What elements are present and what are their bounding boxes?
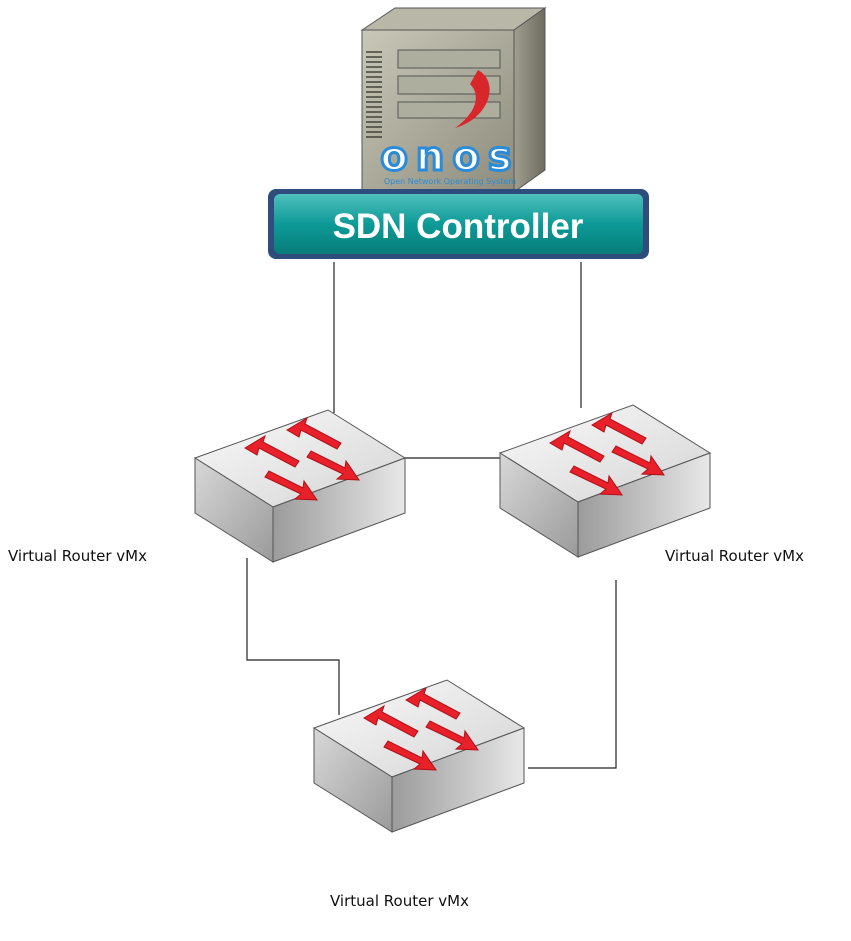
router-right-icon	[499, 404, 711, 558]
onos-logo-subtitle: Open Network Operating System	[384, 177, 516, 186]
router-bottom-icon	[313, 679, 525, 833]
onos-logo-text: onos	[380, 134, 519, 180]
link-right-bottom	[528, 580, 617, 769]
connection-lines	[246, 262, 617, 769]
sdn-controller-label: SDN Controller	[333, 207, 584, 246]
router-right-label: Virtual Router vMx	[665, 547, 804, 565]
router-left-label: Virtual Router vMx	[8, 547, 147, 565]
server-tower-icon	[360, 7, 547, 193]
link-left-bottom	[246, 558, 340, 715]
router-left-icon	[194, 409, 406, 563]
sdn-controller-banner: SDN Controller	[268, 189, 649, 259]
router-bottom-label: Virtual Router vMx	[330, 892, 469, 910]
onos-bird-icon	[455, 70, 490, 128]
